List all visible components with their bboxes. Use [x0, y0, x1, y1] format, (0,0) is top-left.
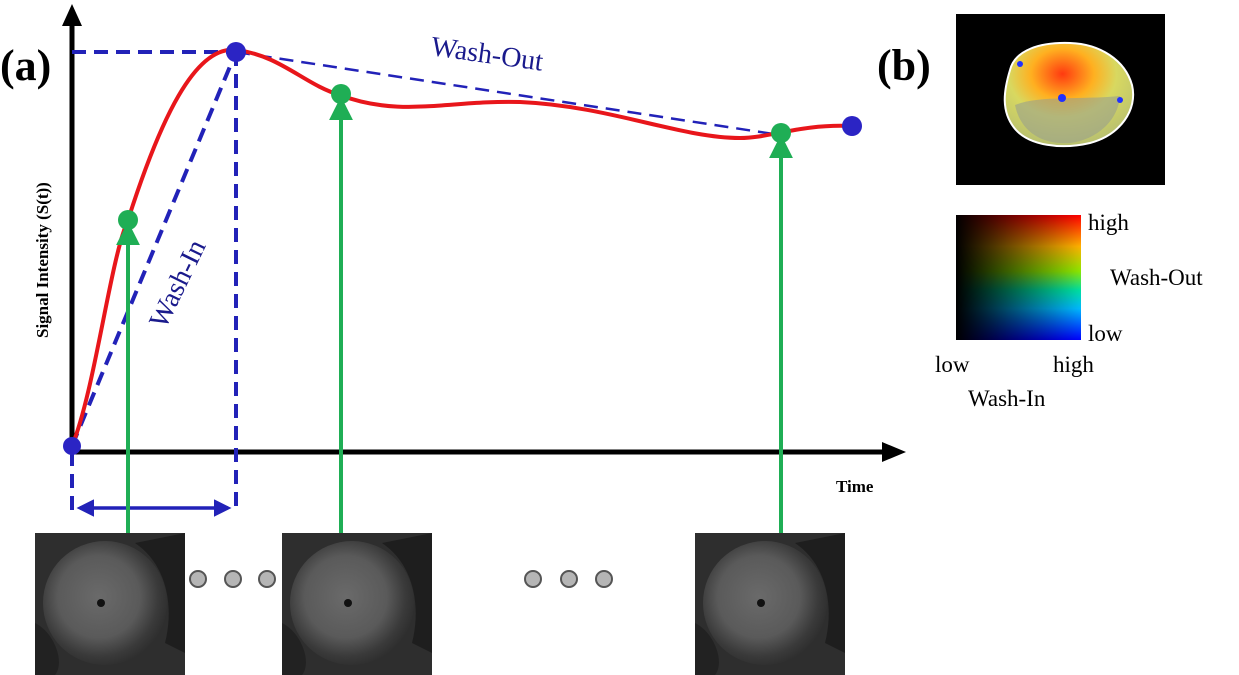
- mri-thumbnail-3: [695, 533, 845, 675]
- wash-in-slope-dash: [70, 51, 238, 447]
- ellipsis-dots-2: [524, 570, 613, 588]
- colorbar-high-top: high: [1088, 210, 1129, 235]
- mri-thumbnail-1: [35, 533, 185, 675]
- dashed-guides: [70, 50, 238, 512]
- ellipsis-dots-1: [189, 570, 276, 588]
- x-axis-arrowhead: [882, 442, 906, 462]
- y-axis-label: Signal Intensity (S(t)): [33, 182, 52, 338]
- colorbar-low-right: low: [1088, 321, 1123, 346]
- tumor-parametric-map: [956, 14, 1165, 185]
- wash-out-slope-dash: [235, 50, 781, 137]
- sample-point-2: [331, 84, 351, 104]
- sampling-arrows: [116, 96, 793, 535]
- panel-b-label: (b): [877, 41, 931, 90]
- end-point: [842, 116, 862, 136]
- axes: [62, 4, 906, 462]
- colorbar-wash-out-label: Wash-Out: [1110, 265, 1203, 290]
- sample-point-3: [771, 123, 791, 143]
- mri-thumbnail-2: [282, 533, 432, 675]
- peak-point: [226, 42, 246, 62]
- wash-out-annotation: Wash-Out: [429, 31, 545, 77]
- panel-a-label: (a): [0, 41, 51, 90]
- wash-in-annotation: Wash-In: [143, 235, 212, 333]
- sample-point-1: [118, 210, 138, 230]
- colorbar-low-bottom: low: [935, 352, 970, 377]
- colorbar: [956, 215, 1081, 340]
- colorbar-wash-in-label: Wash-In: [968, 386, 1046, 411]
- colorbar-high-bottom: high: [1053, 352, 1094, 377]
- x-axis-label: Time: [836, 477, 874, 496]
- origin-point: [63, 437, 81, 455]
- y-axis-arrowhead: [62, 4, 82, 26]
